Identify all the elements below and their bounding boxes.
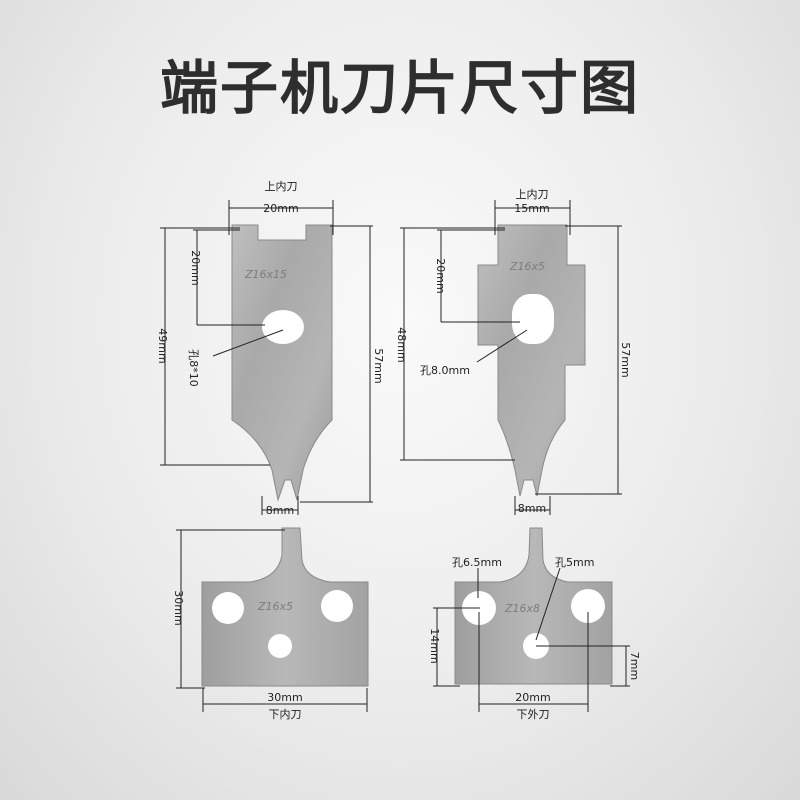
blade4-stamp: Z16x8 <box>504 602 540 615</box>
blade2-top-width: 15mm <box>514 202 549 215</box>
blade1-left-height: 49mm <box>156 328 169 363</box>
blade2-stamp: Z16x5 <box>509 260 545 273</box>
blade1-hole <box>262 310 304 344</box>
blade4-name: 下外刀 <box>517 708 550 721</box>
blade4-hole-small: 孔5mm <box>555 556 594 569</box>
blade1-tip-width: 8mm <box>266 504 294 517</box>
blade-lower-inner: Z16x5 <box>201 527 369 687</box>
blade1-hole-dist: 20mm <box>189 250 202 285</box>
blade4-hole-large: 孔6.5mm <box>452 556 502 569</box>
blade3-height: 30mm <box>172 590 185 625</box>
blade3-hole-left <box>212 592 244 624</box>
blade4-hole-right <box>571 589 605 623</box>
blade1-top-width: 20mm <box>263 202 298 215</box>
blade2-right-height: 57mm <box>619 342 632 377</box>
blade1-hole-label: 孔8*10 <box>187 349 200 387</box>
blade-upper-inner-1: Z16x15 <box>231 224 333 502</box>
page-title: 端子机刀片尺寸图 <box>159 54 640 122</box>
blade3-stamp: Z16x5 <box>257 600 293 613</box>
blade2-hole <box>512 294 554 344</box>
blade2-left-height: 48mm <box>395 327 408 362</box>
blade3-hole-bottom <box>268 634 292 658</box>
blade2-name: 上内刀 <box>516 187 549 201</box>
blade3-name: 下内刀 <box>269 707 302 721</box>
blade1-dimensions <box>160 200 373 515</box>
blade1-name: 上内刀 <box>265 179 298 193</box>
blade4-body <box>454 527 613 685</box>
blade4-dimensions <box>433 567 630 712</box>
blade-upper-inner-2: Z16x5 <box>477 224 586 497</box>
blade1-right-height: 57mm <box>372 348 385 383</box>
blade4-width: 20mm <box>515 691 550 704</box>
blade4-height-right: 7mm <box>628 652 641 680</box>
blade2-hole-label: 孔8.0mm <box>420 364 470 377</box>
blade2-tip-width: 8mm <box>518 502 546 515</box>
blade1-stamp: Z16x15 <box>244 268 287 281</box>
blade3-dimensions <box>176 529 368 712</box>
blade2-body <box>477 224 586 497</box>
blade2-dimensions <box>400 200 622 515</box>
blade2-hole-dist: 20mm <box>434 258 447 293</box>
blade3-width: 30mm <box>267 691 302 704</box>
blade1-body <box>231 224 333 502</box>
blade3-body <box>201 527 369 687</box>
blade4-height-left: 14mm <box>428 628 441 663</box>
blade3-hole-right <box>321 590 353 622</box>
